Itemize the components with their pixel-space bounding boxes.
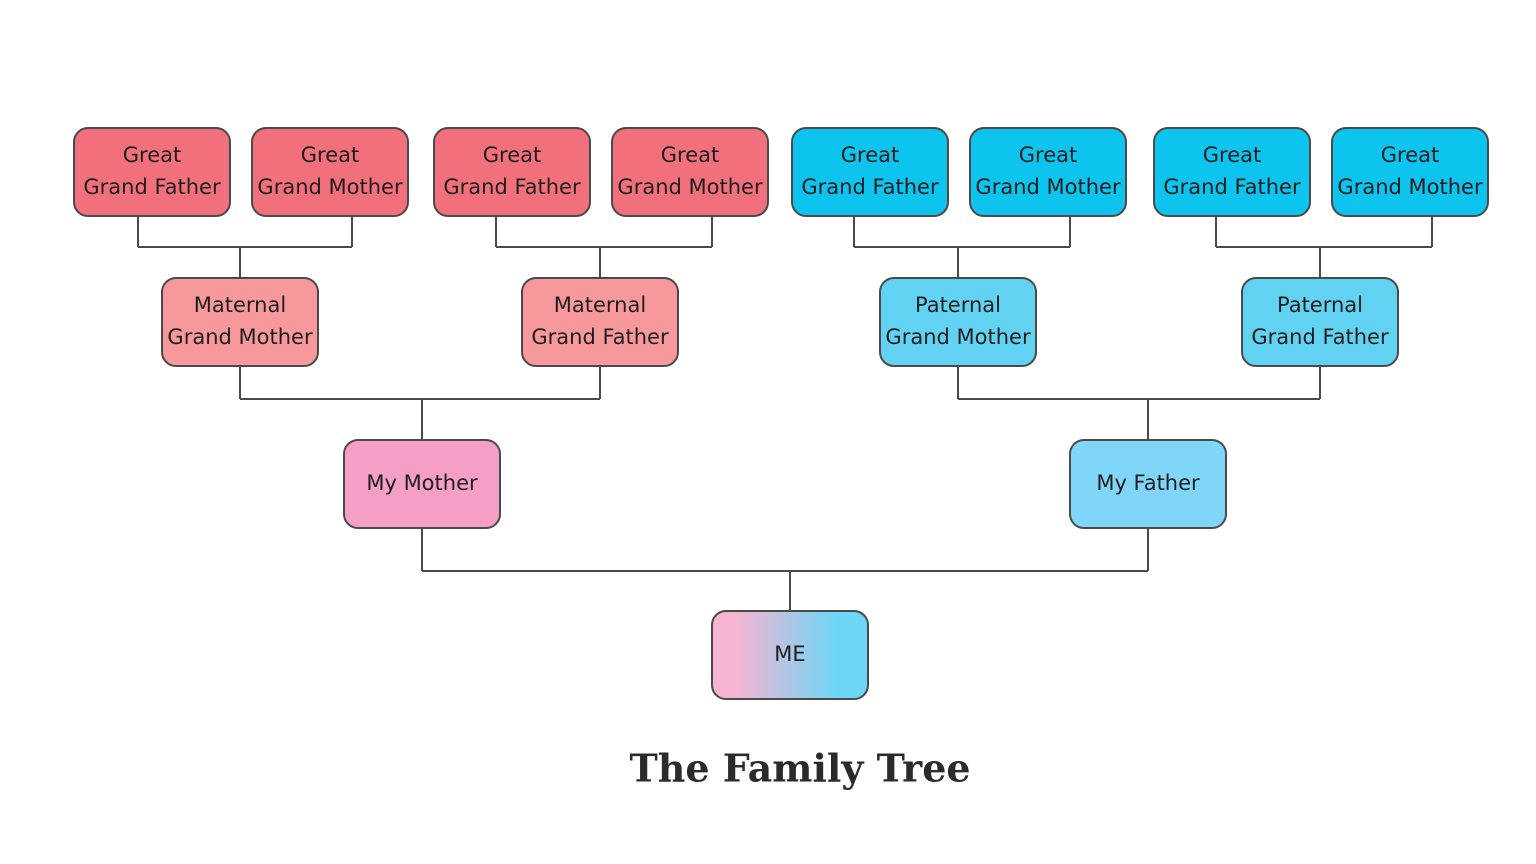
node-label-ggf1-0: Great [123,143,181,167]
node-label-mgm-0: Maternal [194,293,286,317]
node-box-ggf2 [433,127,591,217]
node-mother: My Mother [343,439,501,529]
node-label-ggf3-1: Grand Father [801,175,939,199]
node-box-pgm [879,277,1037,367]
node-label-pgf-0: Paternal [1277,293,1363,317]
node-label-mgf-1: Grand Father [531,325,669,349]
node-label-ggm4-1: Grand Mother [1337,175,1483,199]
node-label-ggm1-1: Grand Mother [257,175,403,199]
node-box-mgm [161,277,319,367]
node-label-mother-0: My Mother [366,471,478,495]
node-box-ggf4 [1153,127,1311,217]
node-box-pgf [1241,277,1399,367]
node-box-ggm4 [1331,127,1489,217]
node-label-ggf4-1: Grand Father [1163,175,1301,199]
node-label-pgm-1: Grand Mother [885,325,1031,349]
connector-me [421,528,1149,611]
node-label-ggm1-0: Great [301,143,359,167]
node-box-mother [343,439,501,529]
node-box-ggm1 [251,127,409,217]
node-label-ggm3-1: Grand Mother [975,175,1121,199]
node-label-mgf-0: Maternal [554,293,646,317]
connector-pgm [853,216,1071,278]
connector-mgm [137,216,353,278]
node-label-ggf2-0: Great [483,143,541,167]
node-label-father-0: My Father [1096,471,1200,495]
node-box-ggm3 [969,127,1127,217]
node-father: My Father [1069,439,1227,529]
connector-pgf [1215,216,1433,278]
diagram-title: The Family Tree [629,746,970,791]
node-label-me-0: ME [774,642,805,666]
node-box-father [1069,439,1227,529]
node-label-pgm-0: Paternal [915,293,1001,317]
node-label-ggf1-1: Grand Father [83,175,221,199]
node-box-mgf [521,277,679,367]
node-box-ggf3 [791,127,949,217]
node-label-ggm2-1: Grand Mother [617,175,763,199]
node-me: ME [711,610,869,700]
node-label-ggf2-1: Grand Father [443,175,581,199]
connectors [137,216,1433,611]
node-label-mgm-1: Grand Mother [167,325,313,349]
node-label-ggm4-0: Great [1381,143,1439,167]
node-box-ggm2 [611,127,769,217]
node-box-ggf1 [73,127,231,217]
node-box-me [711,610,869,700]
connector-mother [239,366,601,440]
connector-father [957,366,1321,440]
node-label-pgf-1: Grand Father [1251,325,1389,349]
node-label-ggm3-0: Great [1019,143,1077,167]
connector-mgf [495,216,713,278]
node-label-ggf3-0: Great [841,143,899,167]
node-label-ggm2-0: Great [661,143,719,167]
node-label-ggf4-0: Great [1203,143,1261,167]
